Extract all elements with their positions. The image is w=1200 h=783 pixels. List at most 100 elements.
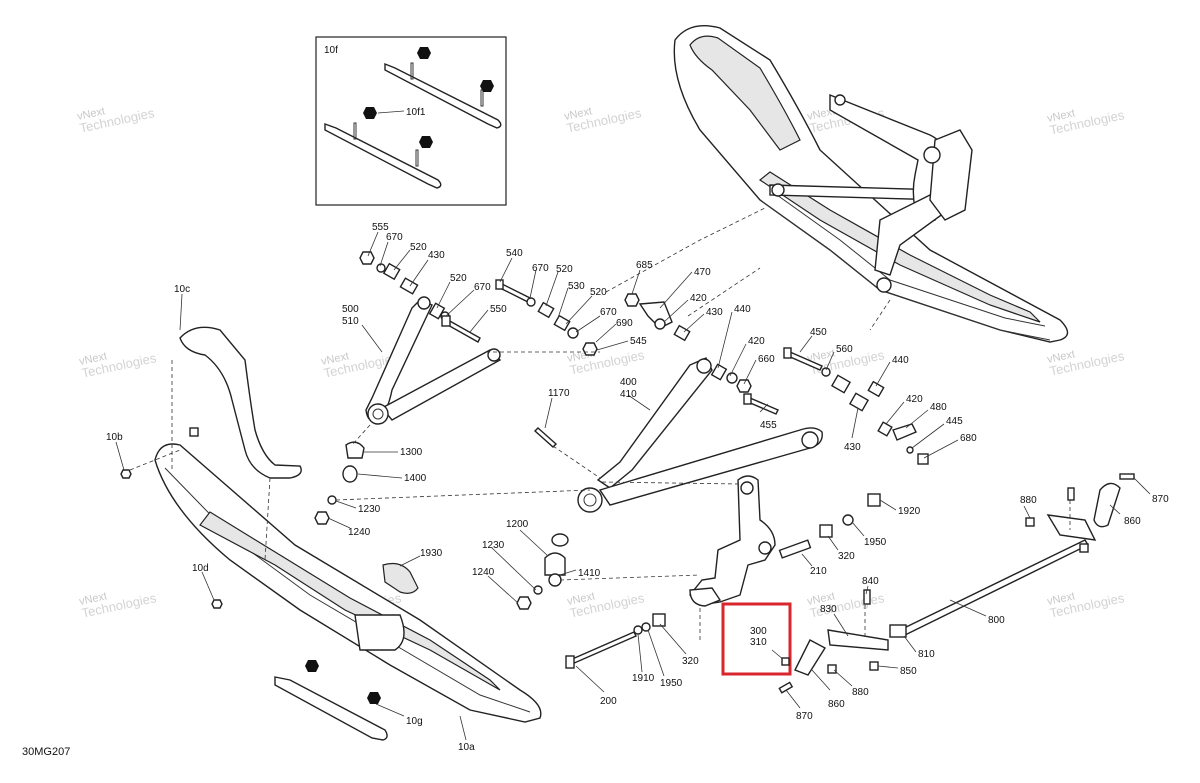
callout-label: 430 xyxy=(844,442,861,453)
a-arm-bushing xyxy=(417,296,431,310)
watermark-text: vNext xyxy=(806,590,836,608)
callout-label: 870 xyxy=(1152,494,1169,505)
highlight-box[interactable] xyxy=(721,602,792,676)
callout-label: 510 xyxy=(342,316,359,327)
watermark-text: vNext xyxy=(320,350,350,368)
ski-assembly-lower xyxy=(120,326,542,741)
callout-label: 455 xyxy=(760,420,777,431)
callout-label: 1950 xyxy=(864,537,887,548)
ski-keel xyxy=(199,511,501,691)
callout-label: 320 xyxy=(838,551,855,562)
stud xyxy=(353,122,357,140)
bolt-head xyxy=(441,315,451,327)
callout-label: 1950 xyxy=(660,678,683,689)
ski-handle-loop xyxy=(689,35,801,151)
washer-icon xyxy=(376,263,386,273)
callout-label: 860 xyxy=(1124,516,1141,527)
callout-label: 830 xyxy=(820,604,837,615)
sleeve-icon xyxy=(848,392,870,412)
boot-1300 xyxy=(345,441,365,459)
hardware-stack-spindle-upper xyxy=(778,493,881,559)
spindle-foot xyxy=(689,587,722,607)
callout-label: 1400 xyxy=(404,473,427,484)
nut-icon xyxy=(1079,543,1089,553)
callout-label: 520 xyxy=(450,273,467,284)
stud xyxy=(410,62,414,80)
callout-label: 560 xyxy=(836,344,853,355)
inset-frame xyxy=(315,36,507,206)
a-arm-bushing xyxy=(487,348,501,362)
nut-icon xyxy=(419,136,433,148)
bolt-870 xyxy=(1119,473,1135,480)
callout-label: 660 xyxy=(758,354,775,365)
bolt-200 xyxy=(569,631,637,665)
bracket-480 xyxy=(892,423,917,441)
bushing-icon xyxy=(819,524,833,538)
bushing xyxy=(834,94,846,106)
callout-label: 1930 xyxy=(420,548,443,559)
ski-assembly-upper xyxy=(673,25,1069,343)
callout-labels: 555 670 520 430 520 670 550 500 510 540 … xyxy=(22,222,1169,758)
bushing-icon xyxy=(652,613,666,627)
runner-carbide-lower xyxy=(324,123,442,189)
callout-label: 500 xyxy=(342,304,359,315)
lower-a-arm-bushing xyxy=(696,358,712,374)
washer-icon xyxy=(821,367,831,377)
callout-label: 880 xyxy=(852,687,869,698)
watermark-text: vNext xyxy=(806,347,836,365)
washer-icon xyxy=(567,327,579,339)
watermark-text: vNext xyxy=(76,105,106,123)
nut-icon xyxy=(305,660,319,672)
inset-runner-detail: 10f 10f1 xyxy=(315,36,507,206)
bushing-icon xyxy=(710,363,728,381)
callout-label: 10g xyxy=(406,716,423,727)
callout-label: 420 xyxy=(748,336,765,347)
callout-label: 10f1 xyxy=(406,107,426,118)
a-arm-eye xyxy=(367,403,389,425)
callout-label: 545 xyxy=(630,336,647,347)
nut-icon xyxy=(582,342,598,356)
spindle-eye xyxy=(758,541,772,555)
bushing xyxy=(771,183,785,197)
washer-icon xyxy=(633,625,643,635)
nut-icon xyxy=(624,293,640,307)
callout-label: 400 xyxy=(620,377,637,388)
callout-label: 840 xyxy=(862,576,879,587)
callout-label: 470 xyxy=(694,267,711,278)
bolt-870 xyxy=(778,681,794,694)
callout-label: 1230 xyxy=(482,540,505,551)
spindle-eye xyxy=(740,481,754,495)
bolt-icon xyxy=(747,397,779,415)
nut-icon xyxy=(189,427,199,437)
lower-a-arm-eye xyxy=(577,487,603,513)
lower-a-arm-assembly xyxy=(577,357,823,513)
stud xyxy=(415,149,419,167)
bolt-icon xyxy=(1067,487,1075,501)
callout-label: 1910 xyxy=(632,673,655,684)
ball-joint-assembly xyxy=(516,533,569,610)
washer-icon xyxy=(327,495,337,505)
callout-label: 10d xyxy=(192,563,209,574)
callout-label: 880 xyxy=(1020,495,1037,506)
callout-label: 480 xyxy=(930,402,947,413)
callout-label: 1240 xyxy=(348,527,371,538)
bushing-810 xyxy=(889,624,907,638)
upper-a-arm-assembly xyxy=(365,296,502,425)
watermark-text: vNext xyxy=(78,590,108,608)
callout-label: 410 xyxy=(620,389,637,400)
link-860-upper xyxy=(1093,482,1121,528)
callout-label: 555 xyxy=(372,222,389,233)
ski-handle-10c xyxy=(179,326,302,479)
nut-880 xyxy=(1025,517,1035,527)
bushing-icon xyxy=(654,318,666,330)
bolt-10b xyxy=(120,469,132,479)
spindle xyxy=(929,129,973,221)
callout-label: 210 xyxy=(810,566,827,577)
callout-label: 870 xyxy=(796,711,813,722)
callout-label: 530 xyxy=(568,281,585,292)
bumper-1930 xyxy=(382,562,419,594)
callout-label: 1410 xyxy=(578,568,601,579)
callout-label: 1170 xyxy=(548,388,570,399)
callout-label: 520 xyxy=(410,242,427,253)
watermark-text: vNext xyxy=(1046,590,1076,608)
